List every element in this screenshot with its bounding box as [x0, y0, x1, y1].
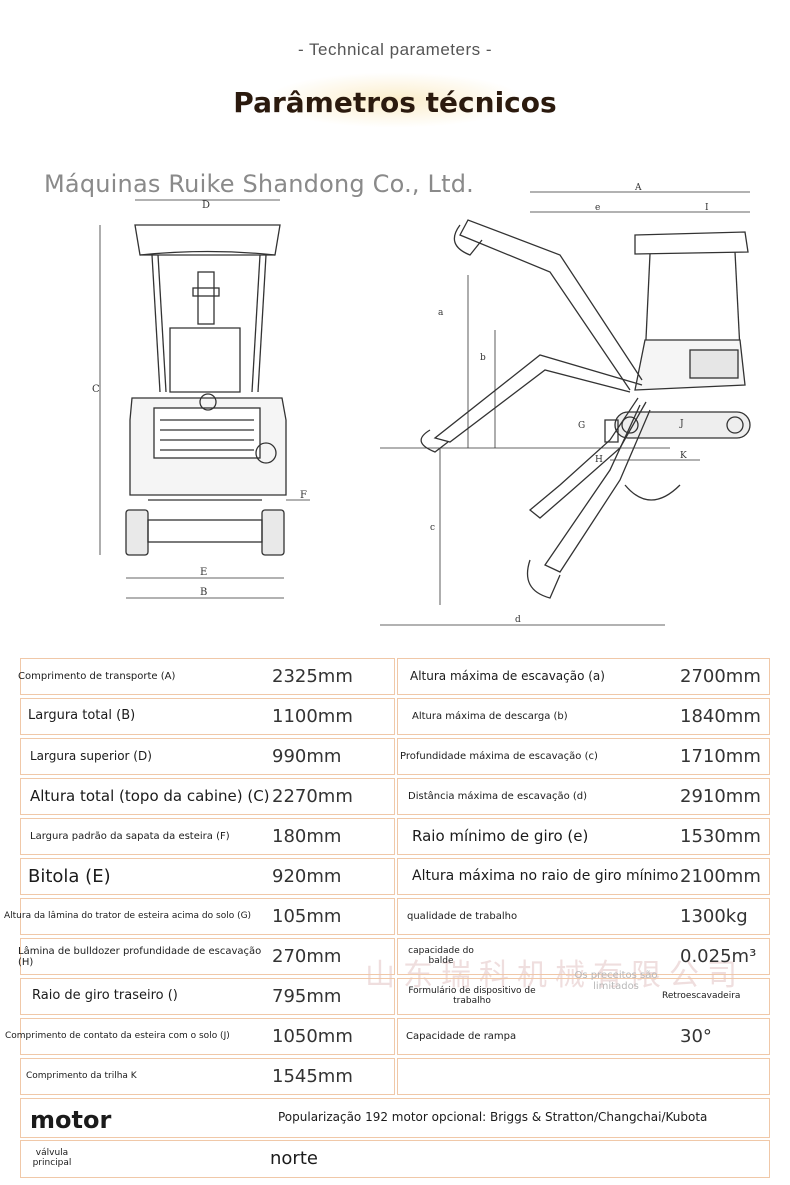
spec-value: 1840mm	[680, 705, 761, 727]
dim-label-c-lower: c	[430, 523, 435, 533]
spec-value: 990mm	[272, 745, 342, 767]
table-row: Largura superior (D) 990mm Profundidade …	[0, 738, 790, 778]
spec-label: Comprimento da trilha K	[26, 1070, 137, 1081]
valve-row: válvula principal norte	[0, 1140, 790, 1180]
spec-value: Retroescavadeira	[662, 990, 741, 1001]
table-row: Largura total (B) 1100mm Altura máxima d…	[0, 698, 790, 738]
spec-value: 2910mm	[680, 785, 761, 807]
table-row: Altura da lâmina do trator de esteira ac…	[0, 898, 790, 938]
dim-label-b-lower: b	[480, 353, 486, 363]
spec-value: 105mm	[272, 905, 342, 927]
title-glow	[265, 72, 525, 128]
table-row: Altura total (topo da cabine) (C) 2270mm…	[0, 778, 790, 818]
spec-label: Altura máxima de descarga (b)	[412, 711, 568, 722]
dim-label-j: J	[679, 419, 684, 429]
company-name: Máquinas Ruike Shandong Co., Ltd.	[44, 170, 474, 198]
spec-value: 795mm	[272, 985, 342, 1007]
table-row: Comprimento de transporte (A) 2325mm Alt…	[0, 658, 790, 698]
spec-value: 1530mm	[680, 825, 761, 847]
spec-value: 0.025m³	[680, 945, 757, 967]
spec-value: 1710mm	[680, 745, 761, 767]
spec-value: 30°	[680, 1025, 712, 1047]
dim-label-h: H	[595, 455, 603, 465]
dim-label-c: C	[92, 384, 100, 395]
spec-value: 180mm	[272, 825, 342, 847]
spec-label: Bitola (E)	[28, 865, 111, 887]
spec-value: 1100mm	[272, 705, 353, 727]
valve-label: válvula principal	[32, 1148, 72, 1168]
spec-label: Profundidade máxima de escavação (c)	[400, 751, 598, 762]
spec-value: 270mm	[272, 945, 342, 967]
spec-label: Raio de giro traseiro ()	[32, 988, 178, 1004]
motor-value: Popularização 192 motor opcional: Briggs…	[278, 1110, 708, 1125]
dim-label-a: a	[438, 308, 444, 318]
dim-label-e-upper: E	[200, 567, 207, 578]
spec-label: Comprimento de contato da esteira com o …	[5, 1030, 230, 1041]
spec-label: capacidade do balde	[408, 945, 474, 966]
spec-label: Altura máxima de escavação (a)	[410, 668, 605, 683]
dim-label-i: I	[705, 203, 709, 213]
front-view: C D F E B	[92, 199, 310, 599]
spec-note: Os preceitos são limitados	[574, 969, 658, 992]
motor-label: motor	[30, 1105, 112, 1134]
spec-label: Largura superior (D)	[30, 748, 152, 763]
table-row: Comprimento da trilha K 1545mm	[0, 1058, 790, 1098]
dim-label-f: F	[300, 490, 307, 501]
spec-label: Lâmina de bulldozer profundidade de esca…	[18, 945, 262, 968]
spec-value: 2100mm	[680, 865, 761, 887]
spec-label: Altura máxima no raio de giro mínimo	[412, 867, 679, 884]
spec-value: 1545mm	[272, 1065, 353, 1087]
spec-label: qualidade de trabalho	[407, 911, 518, 922]
valve-value: norte	[270, 1148, 318, 1170]
motor-row: motor Popularização 192 motor opcional: …	[0, 1098, 790, 1140]
table-row: Comprimento de contato da esteira com o …	[0, 1018, 790, 1058]
dim-label-a-upper: A	[634, 183, 642, 193]
dim-label-k: K	[680, 451, 687, 461]
table-row: Bitola (E) 920mm Altura máxima no raio d…	[0, 858, 790, 898]
section-subtitle: - Technical parameters -	[297, 40, 493, 59]
dim-label-g: G	[578, 421, 585, 431]
company-watermark: 山东瑞科机械有限公司	[365, 958, 745, 993]
table-row: Largura padrão da sapata da esteira (F) …	[0, 818, 790, 858]
table-row: Raio de giro traseiro () 795mm Formulári…	[0, 970, 790, 1018]
spec-label: Formulário de dispositivo de trabalho	[408, 985, 536, 1006]
spec-label: Altura total (topo da cabine) (C)	[30, 787, 270, 806]
spec-value: 2325mm	[272, 665, 353, 687]
spec-label: Altura da lâmina do trator de esteira ac…	[4, 910, 252, 921]
dim-label-e: e	[595, 203, 600, 213]
spec-value: 920mm	[272, 865, 342, 887]
spec-value: 1050mm	[272, 1025, 353, 1047]
spec-label: Largura padrão da sapata da esteira (F)	[30, 831, 230, 842]
spec-label: Largura total (B)	[28, 708, 136, 724]
dim-label-b: B	[200, 587, 207, 598]
spec-value: 2700mm	[680, 665, 761, 687]
side-view: A e I a b G H J K c d	[380, 183, 751, 626]
table-row: Lâmina de bulldozer profundidade de esca…	[0, 938, 790, 978]
spec-value: 2270mm	[272, 785, 353, 807]
spec-label: Capacidade de rampa	[406, 1031, 517, 1042]
dim-label-d: D	[202, 200, 210, 211]
page-title: Parâmetros técnicos	[233, 86, 557, 119]
spec-value: 1300kg	[680, 905, 748, 927]
spec-label: Raio mínimo de giro (e)	[412, 827, 589, 846]
spec-label: Comprimento de transporte (A)	[18, 671, 176, 682]
excavator-technical-drawing: C D F E B	[92, 183, 751, 626]
spec-label: Distância máxima de escavação (d)	[408, 791, 588, 802]
dim-label-d-lower: d	[515, 615, 521, 625]
